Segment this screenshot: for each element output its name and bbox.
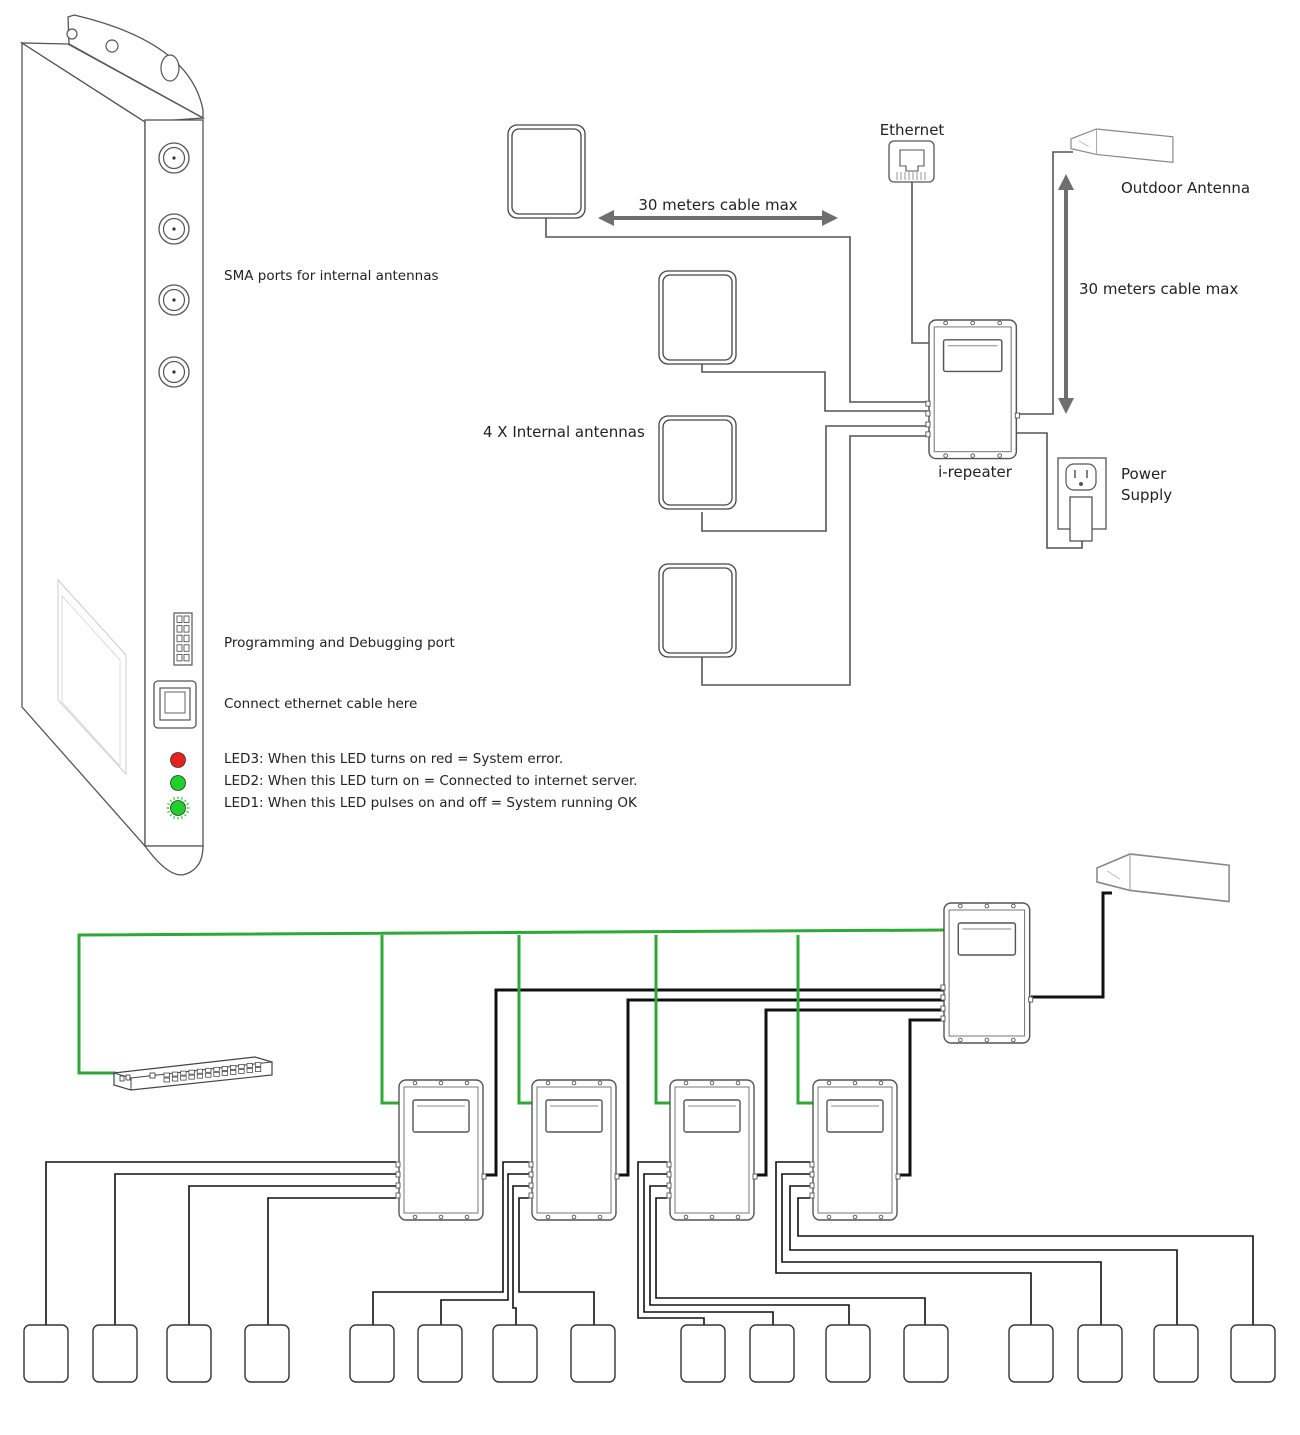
- internal-antenna-box: [903, 1324, 949, 1383]
- cable-length-arrows: [598, 174, 1074, 414]
- internal-antenna-box: [1153, 1324, 1199, 1383]
- led1-indicator: [166, 796, 190, 820]
- internal-antenna-box: [680, 1324, 726, 1383]
- cable-max-vertical-label: 30 meters cable max: [1079, 280, 1239, 298]
- internal-antenna-box: [825, 1324, 871, 1383]
- cables-top: [545, 151, 1083, 686]
- internal-antenna-box: [349, 1324, 395, 1383]
- i-repeater-device: [925, 319, 1021, 460]
- sma-ports: [158, 142, 190, 388]
- i-repeater-label: i-repeater: [938, 463, 1012, 481]
- internal-antenna-box: [1230, 1324, 1276, 1383]
- sma-port-icon: [158, 213, 190, 245]
- sma-port-icon: [158, 142, 190, 174]
- outdoor-antenna-label: Outdoor Antenna: [1121, 179, 1251, 197]
- bottom-antenna-boxes: [23, 1324, 1276, 1383]
- internal-antenna-box: [417, 1324, 463, 1383]
- rj45-jack-icon: [888, 140, 935, 183]
- status-leds: [166, 752, 190, 820]
- led3-indicator: [170, 752, 186, 768]
- led2-indicator: [170, 775, 186, 791]
- device-side-panel: [19, 14, 206, 876]
- antenna-cables: [45, 1161, 1254, 1325]
- debug-port-label: Programming and Debugging port: [224, 635, 455, 651]
- bottom-yagi-antenna: [1096, 853, 1230, 903]
- internal-antennas-label: 4 X Internal antennas: [483, 423, 645, 441]
- led3-description: LED3: When this LED turns on red = Syste…: [224, 751, 564, 767]
- wall-outlet-icon: [1057, 457, 1107, 542]
- ethernet-label: Ethernet: [879, 121, 945, 139]
- internal-antenna-box: [570, 1324, 616, 1383]
- led2-description: LED2: When this LED turn on = Connected …: [224, 773, 638, 789]
- sma-ports-label: SMA ports for internal antennas: [224, 268, 439, 284]
- internal-antenna-box: [1077, 1324, 1123, 1383]
- internal-antenna-box: [92, 1324, 138, 1383]
- internal-antennas: [507, 124, 737, 658]
- debug-header-icon: [173, 612, 193, 666]
- slave-repeaters: [395, 1079, 901, 1221]
- ethernet-port-label: Connect ethernet cable here: [224, 696, 418, 712]
- outdoor-antenna-icon: [1070, 128, 1174, 163]
- internal-antenna-box: [1008, 1324, 1054, 1383]
- network-switch-icon: [113, 1056, 273, 1091]
- led1-description: LED1: When this LED pulses on and off = …: [224, 795, 637, 811]
- sma-port-icon: [158, 284, 190, 316]
- internal-antenna-box: [492, 1324, 538, 1383]
- power-supply-label-line2: Supply: [1121, 486, 1173, 504]
- sma-port-icon: [158, 356, 190, 388]
- cable-max-horizontal-label: 30 meters cable max: [638, 196, 798, 214]
- internal-antenna-box: [23, 1324, 69, 1383]
- power-supply-label-line1: Power: [1121, 465, 1167, 483]
- internal-antenna-box: [244, 1324, 290, 1383]
- main-repeater-bottom: [940, 902, 1034, 1044]
- coax-cables: [484, 891, 1112, 1177]
- rj45-port-icon: [153, 680, 197, 729]
- ethernet-cables: [77, 928, 945, 1105]
- internal-antenna-box: [749, 1324, 795, 1383]
- internal-antenna-box: [166, 1324, 212, 1383]
